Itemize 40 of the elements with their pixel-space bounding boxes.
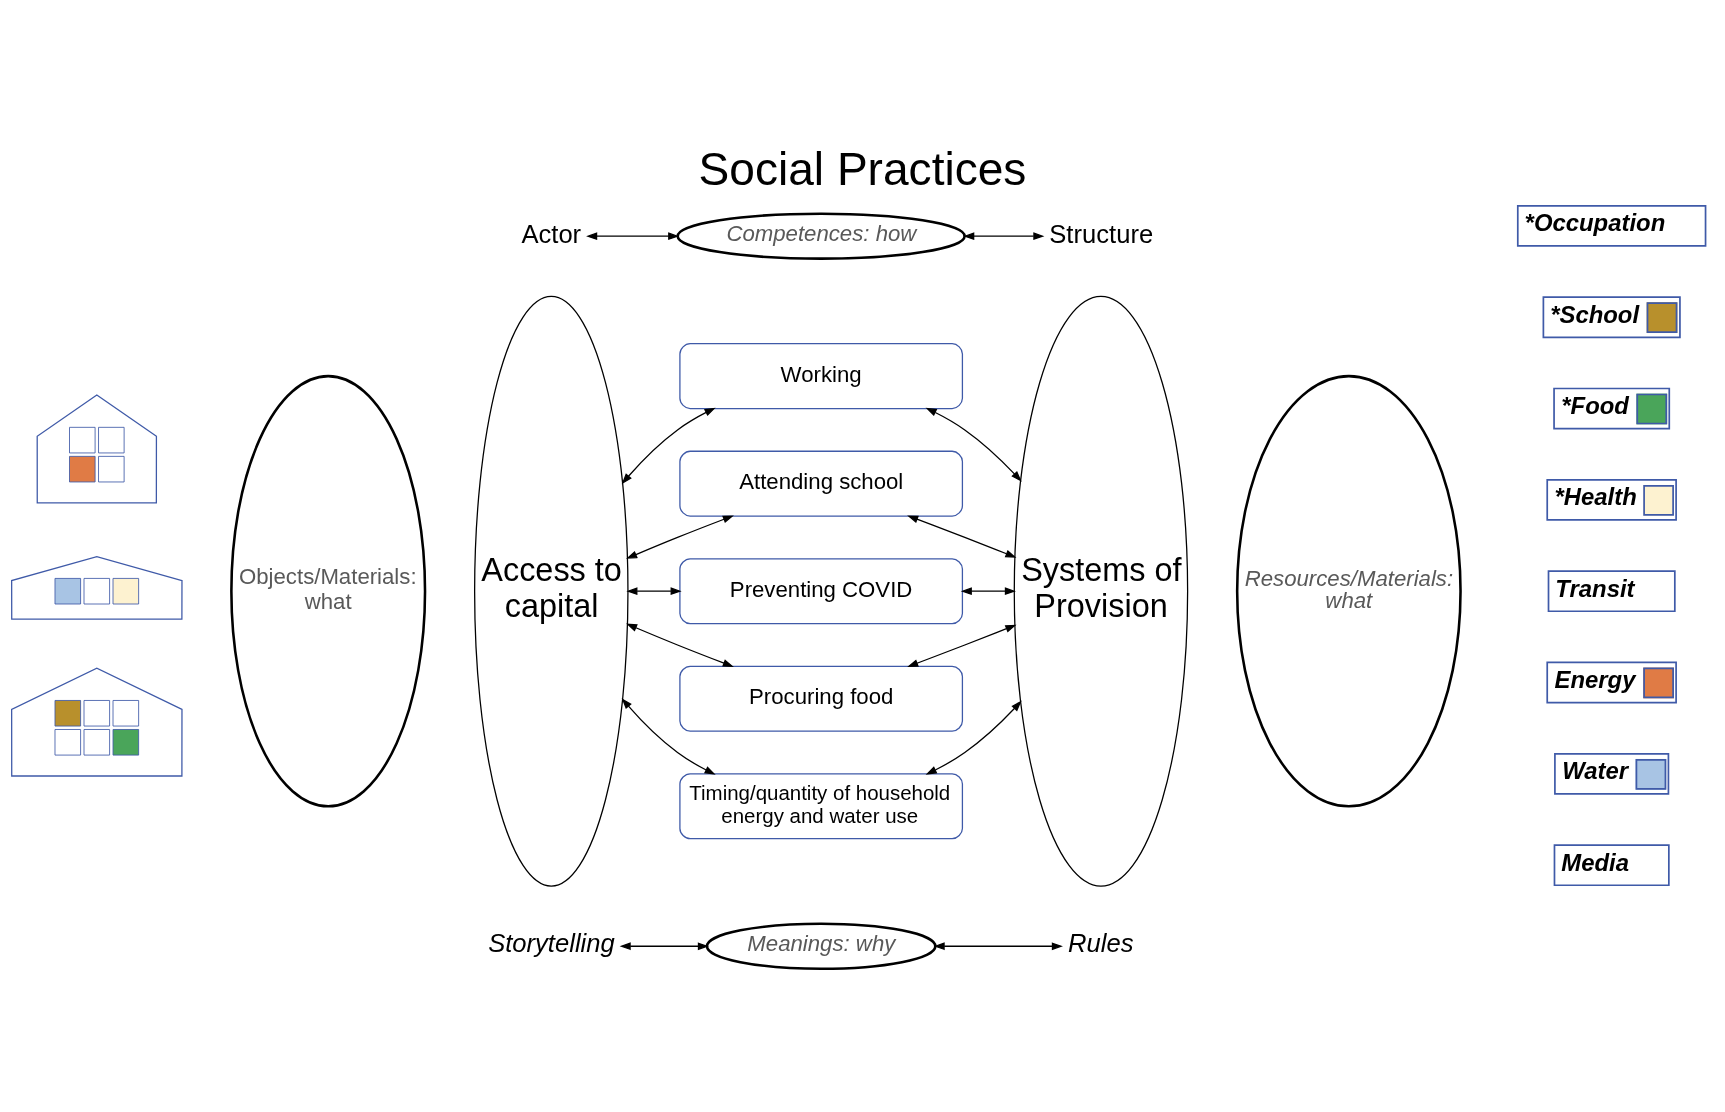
node-text: Actor xyxy=(521,219,582,248)
node-text: Rules xyxy=(1068,928,1134,957)
node-box: Preventing COVID xyxy=(679,557,964,624)
legend-label: *Occupation xyxy=(1524,208,1666,236)
legend-label: *Health xyxy=(1554,482,1637,510)
legend-label: Media xyxy=(1561,848,1629,876)
node-ellipse: Access to capital xyxy=(474,295,629,887)
node-picture xyxy=(11,666,183,777)
arrow xyxy=(626,623,734,667)
node-ellipse: Competences: how xyxy=(676,211,966,260)
node-picture xyxy=(36,393,158,503)
legend-label: Water xyxy=(1562,756,1629,784)
arrow xyxy=(626,515,734,559)
diagram-title: Social Practices xyxy=(698,142,1027,195)
arrow xyxy=(626,586,682,595)
node-ellipse: Resources/Materials: what xyxy=(1235,374,1462,808)
node-box: Procuring food xyxy=(679,665,964,732)
node-box: Timing/quantity of household energy and water use xyxy=(679,772,964,839)
arrow xyxy=(907,514,1017,558)
node-box: Working xyxy=(679,342,964,409)
arrow xyxy=(621,697,716,775)
arrow xyxy=(960,586,1016,595)
arrow xyxy=(925,700,1022,775)
arrow xyxy=(619,941,709,950)
arrow xyxy=(586,231,680,240)
node-ellipse: Meanings: why xyxy=(705,922,937,970)
arrow xyxy=(963,231,1045,240)
node-text: Storytelling xyxy=(488,928,615,957)
legend-label: *School xyxy=(1550,300,1640,328)
arrow xyxy=(925,407,1022,482)
arrow xyxy=(933,941,1063,950)
arrow xyxy=(907,624,1017,667)
legend-label: Transit xyxy=(1555,574,1635,602)
node-text: Structure xyxy=(1049,219,1154,248)
node-ellipse: Objects/Materials: what xyxy=(230,374,427,808)
legend-label: *Food xyxy=(1561,391,1629,419)
arrow xyxy=(621,407,716,484)
node-box: Attending school xyxy=(679,450,964,517)
legend-label: Energy xyxy=(1554,665,1636,693)
node-picture xyxy=(11,555,183,620)
